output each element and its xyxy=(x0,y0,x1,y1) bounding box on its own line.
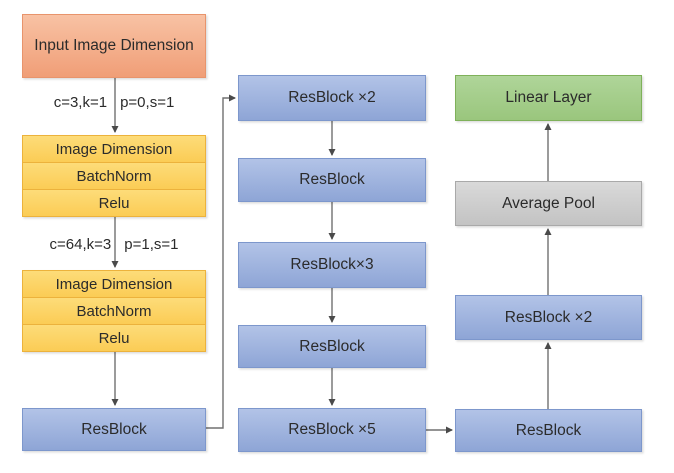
node-input-image-dimension: Input Image Dimension xyxy=(22,14,206,78)
node-label: Average Pool xyxy=(502,194,595,212)
conv2-stack: Image Dimension BatchNorm Relu xyxy=(22,270,206,352)
node-left-resblock: ResBlock xyxy=(22,408,206,451)
node-label: ResBlock xyxy=(299,337,365,355)
node-label: Relu xyxy=(98,329,130,347)
conv2-params-label: c=64,k=3 p=1,s=1 xyxy=(22,236,206,253)
node-middle-resblock-x3: ResBlock×3 xyxy=(238,242,426,288)
conv2-params-right: p=1,s=1 xyxy=(124,236,179,253)
node-middle-resblock-a: ResBlock xyxy=(238,158,426,202)
arrow-left-resblock-to-middle-top xyxy=(206,94,236,429)
node-label: BatchNorm xyxy=(76,302,152,320)
node-average-pool: Average Pool xyxy=(455,181,642,226)
node-label: Image Dimension xyxy=(55,140,173,158)
node-label: Image Dimension xyxy=(55,275,173,293)
conv1-params-left: c=3,k=1 xyxy=(53,94,108,111)
node-relu: Relu xyxy=(23,189,205,216)
node-middle-resblock-b: ResBlock xyxy=(238,325,426,368)
node-image-dimension: Image Dimension xyxy=(23,136,205,162)
node-batchnorm: BatchNorm xyxy=(23,297,205,324)
node-label: Relu xyxy=(98,194,130,212)
node-relu: Relu xyxy=(23,324,205,351)
node-right-resblock: ResBlock xyxy=(455,409,642,452)
node-label: ResBlock xyxy=(299,171,365,188)
node-label: ResBlock xyxy=(81,420,147,438)
conv1-params-label: c=3,k=1 p=0,s=1 xyxy=(22,94,206,111)
node-label: ResBlock ×5 xyxy=(288,421,376,438)
conv1-stack: Image Dimension BatchNorm Relu xyxy=(22,135,206,217)
node-right-resblock-x2: ResBlock ×2 xyxy=(455,295,642,340)
node-middle-resblock-x2: ResBlock ×2 xyxy=(238,75,426,121)
node-label: ResBlock ×2 xyxy=(288,89,376,106)
node-label: ResBlock×3 xyxy=(290,256,374,273)
conv1-params-right: p=0,s=1 xyxy=(120,94,175,111)
node-linear-layer: Linear Layer xyxy=(455,75,642,121)
node-label: Input Image Dimension xyxy=(34,37,194,54)
node-middle-resblock-x5: ResBlock ×5 xyxy=(238,408,426,452)
node-label: ResBlock ×2 xyxy=(504,308,593,326)
node-label: ResBlock xyxy=(515,421,582,439)
node-image-dimension: Image Dimension xyxy=(23,271,205,297)
node-label: BatchNorm xyxy=(76,167,152,185)
node-label: Linear Layer xyxy=(505,89,592,106)
conv2-params-left: c=64,k=3 xyxy=(49,236,112,253)
node-batchnorm: BatchNorm xyxy=(23,162,205,189)
